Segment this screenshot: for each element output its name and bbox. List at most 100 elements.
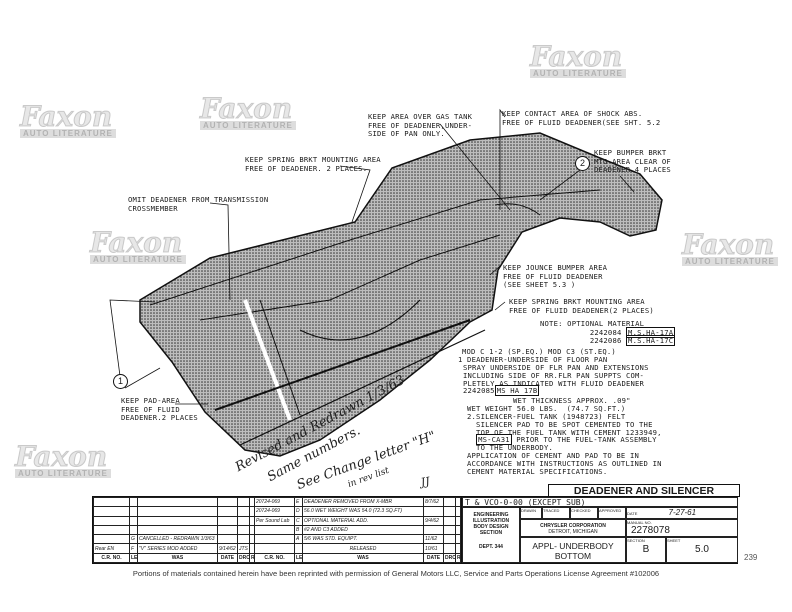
drawn-field: DRAWN: [520, 507, 542, 519]
revision-cell: 9/4/62: [423, 515, 444, 526]
note-1-body: SPRAY UNDERSIDE OF FLR PAN AND EXTENSION…: [463, 363, 649, 397]
revision-cell: [237, 496, 250, 508]
callout-spring-bracket-right: KEEP SPRING BRKT MOUNTING AREA FREE OF F…: [509, 297, 654, 315]
revision-cell: [254, 534, 295, 545]
approved-field: APPROVED: [598, 507, 626, 519]
revision-cell: [254, 543, 295, 554]
revision-header: C.R. NO.: [254, 552, 295, 564]
revision-cell: [254, 524, 295, 536]
date-field: DATE 7-27-61: [626, 507, 738, 519]
revision-cell: [217, 534, 238, 545]
revision-header: DRCK: [237, 552, 250, 564]
revision-cell: [443, 524, 456, 536]
revision-cell: [443, 515, 456, 526]
revision-header: WAS: [137, 552, 218, 564]
revision-cell: [237, 506, 250, 517]
revision-cell: [423, 506, 444, 517]
revision-cell: [443, 543, 456, 554]
revision-cell: [455, 524, 461, 536]
page-number: 239: [744, 553, 758, 562]
revision-cell: [137, 506, 218, 517]
revision-cell: [137, 515, 218, 526]
revision-header: DATE: [423, 552, 444, 564]
note-2: 2.SILENCER-FUEL TANK (1948723) FELT SILE…: [467, 412, 662, 476]
revision-cell: F: [129, 543, 138, 554]
revision-header: LET: [294, 552, 303, 564]
revision-cell: [294, 543, 303, 554]
title-block-right: DEADENER AND SILENCER T & VCO-0-00 (EXCE…: [461, 484, 740, 563]
revision-cell: [455, 496, 461, 508]
revision-cell: 20724-069: [254, 496, 295, 508]
applicability: T & VCO-0-00 (EXCEPT SUB): [462, 497, 738, 507]
revision-cell: OPTIONAL MATERIAL ADD.: [302, 515, 424, 526]
revision-cell: #2 AND C3 ADDED: [302, 524, 424, 536]
traced-field: TRACED: [542, 507, 570, 519]
revision-cell: E: [294, 496, 303, 508]
handwritten-initials: JJ: [419, 474, 431, 489]
footer-permission-notice: Portions of materials contained herein h…: [132, 569, 660, 578]
callout-bumper-bracket: KEEP BUMPER BRKT MTG AREA CLEAR OF DEADE…: [594, 148, 671, 175]
revision-cell: D: [294, 506, 303, 517]
revision-cell: 20724-069: [254, 506, 295, 517]
manual-number: MANUAL NO.2278078: [626, 519, 738, 537]
revision-cell: [93, 515, 130, 526]
revision-cell: 56.0 WET WEIGHT WAS 54.0 (72.3 SQ.FT): [302, 506, 424, 517]
revision-header: C.R. NO.: [93, 552, 130, 564]
callout-gas-tank: KEEP AREA OVER GAS TANK FREE OF DEADENER…: [368, 112, 473, 139]
revision-cell: [443, 506, 456, 517]
floor-pan-outline: [139, 132, 663, 457]
revision-cell: 8/7/62: [423, 496, 444, 508]
revision-cell: [93, 496, 130, 508]
revision-header: LET: [129, 552, 138, 564]
callout-spring-bracket-top: KEEP SPRING BRKT MOUNTING AREA FREE OF D…: [245, 155, 381, 173]
revision-cell: 5/6 WAS STD. EQUIPT.: [302, 534, 424, 545]
revision-cell: [129, 496, 138, 508]
revision-cell: [93, 524, 130, 536]
note-weight: WET WEIGHT 56.0 LBS. (74.7 SQ.FT.): [467, 404, 626, 413]
revision-cell: [137, 496, 218, 508]
revision-cell: [237, 515, 250, 526]
callout-shock-absorber: KEEP CONTACT AREA OF SHOCK ABS. FREE OF …: [502, 109, 661, 127]
revision-cell: [455, 534, 461, 545]
revision-cell: [217, 506, 238, 517]
note-thickness: WET THICKNESS APPROX. .09": [513, 396, 631, 405]
revision-header: WAS: [302, 552, 424, 564]
callout-transmission: OMIT DEADENER FROM TRANSMISSION CROSSMEM…: [128, 195, 269, 213]
revision-cell: [129, 515, 138, 526]
revision-cell: [93, 506, 130, 517]
revision-cell: Rear EN: [93, 543, 130, 554]
revision-cell: [137, 524, 218, 536]
revision-header: DATE: [217, 552, 238, 564]
item-marker-1: 1: [113, 374, 128, 389]
callout-pad-area: KEEP PAD-AREA FREE OF FLUID DEADENER.2 P…: [121, 396, 198, 423]
revision-header-row: C.R. NO.LETWASDATEDRCKRC.R. NO.LETWASDAT…: [93, 552, 461, 564]
revision-cell: [93, 534, 130, 545]
revision-cell: CANCELLED - REDRAWN 1/3/63: [137, 534, 218, 545]
revision-cell: [217, 515, 238, 526]
revision-cell: "V" SERIES MOD ADDED: [137, 543, 218, 554]
revision-cell: DEADENER REMOVED FROM X-MBR: [302, 496, 424, 508]
revision-cell: 11/62: [423, 534, 444, 545]
drawing-title: DEADENER AND SILENCER: [548, 484, 740, 497]
revision-cell: C: [294, 515, 303, 526]
revision-row: B#2 AND C3 ADDED: [93, 524, 461, 536]
revision-cell: JTS: [237, 543, 250, 554]
revision-cell: [455, 506, 461, 517]
note-mod: MOD C 1-2 (SP.EQ.) MOD C3 (ST.EQ.): [462, 347, 616, 356]
revision-cell: [129, 506, 138, 517]
